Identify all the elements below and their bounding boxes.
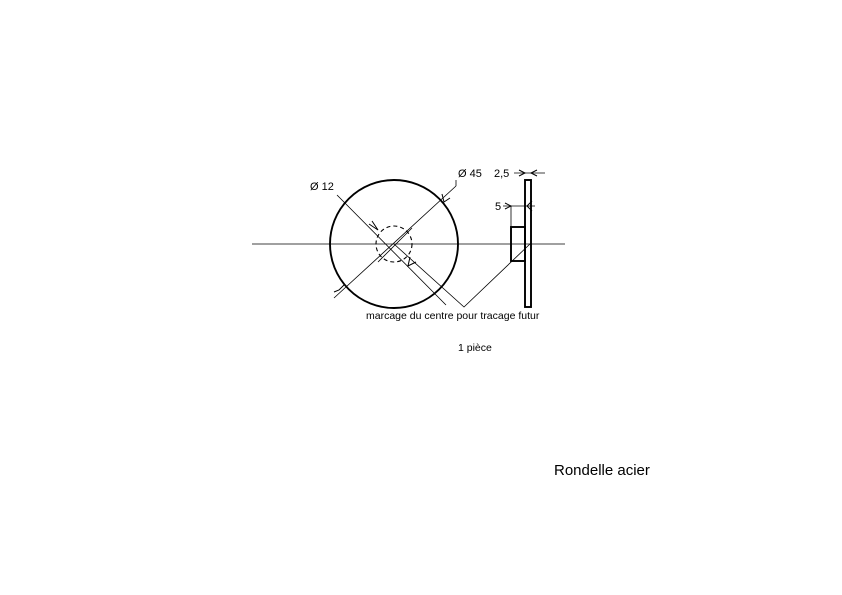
boss-height-label: 5 bbox=[495, 201, 501, 213]
note-leader bbox=[393, 242, 532, 308]
boss-profile bbox=[510, 226, 526, 262]
side-view bbox=[503, 169, 545, 308]
outer-diameter-arrow-lower bbox=[333, 283, 346, 293]
drawing-title: Rondelle acier bbox=[554, 462, 650, 479]
inner-diameter-arrow-lower bbox=[407, 256, 417, 267]
inner-diameter-label: Ø 12 bbox=[310, 181, 334, 193]
outer-diameter-arrow-upper bbox=[441, 193, 451, 203]
thickness-arrow-right bbox=[529, 169, 538, 177]
boss-arrow-right bbox=[526, 200, 533, 212]
center-mark-note: marcage du centre pour tracage futur bbox=[366, 310, 540, 322]
outer-diameter-label: Ø 45 bbox=[458, 168, 482, 180]
boss-arrow-left bbox=[504, 202, 513, 210]
inner-circle-dashed bbox=[375, 225, 413, 263]
outer-circle bbox=[329, 179, 459, 309]
outer-diameter-dim-line bbox=[333, 185, 457, 299]
inner-diameter-dim-line bbox=[336, 194, 447, 306]
inner-diameter-arrow-upper bbox=[368, 220, 379, 231]
thickness-label: 2,5 bbox=[494, 168, 509, 180]
thickness-arrow-left bbox=[518, 169, 527, 177]
quantity-label: 1 pièce bbox=[458, 342, 492, 354]
